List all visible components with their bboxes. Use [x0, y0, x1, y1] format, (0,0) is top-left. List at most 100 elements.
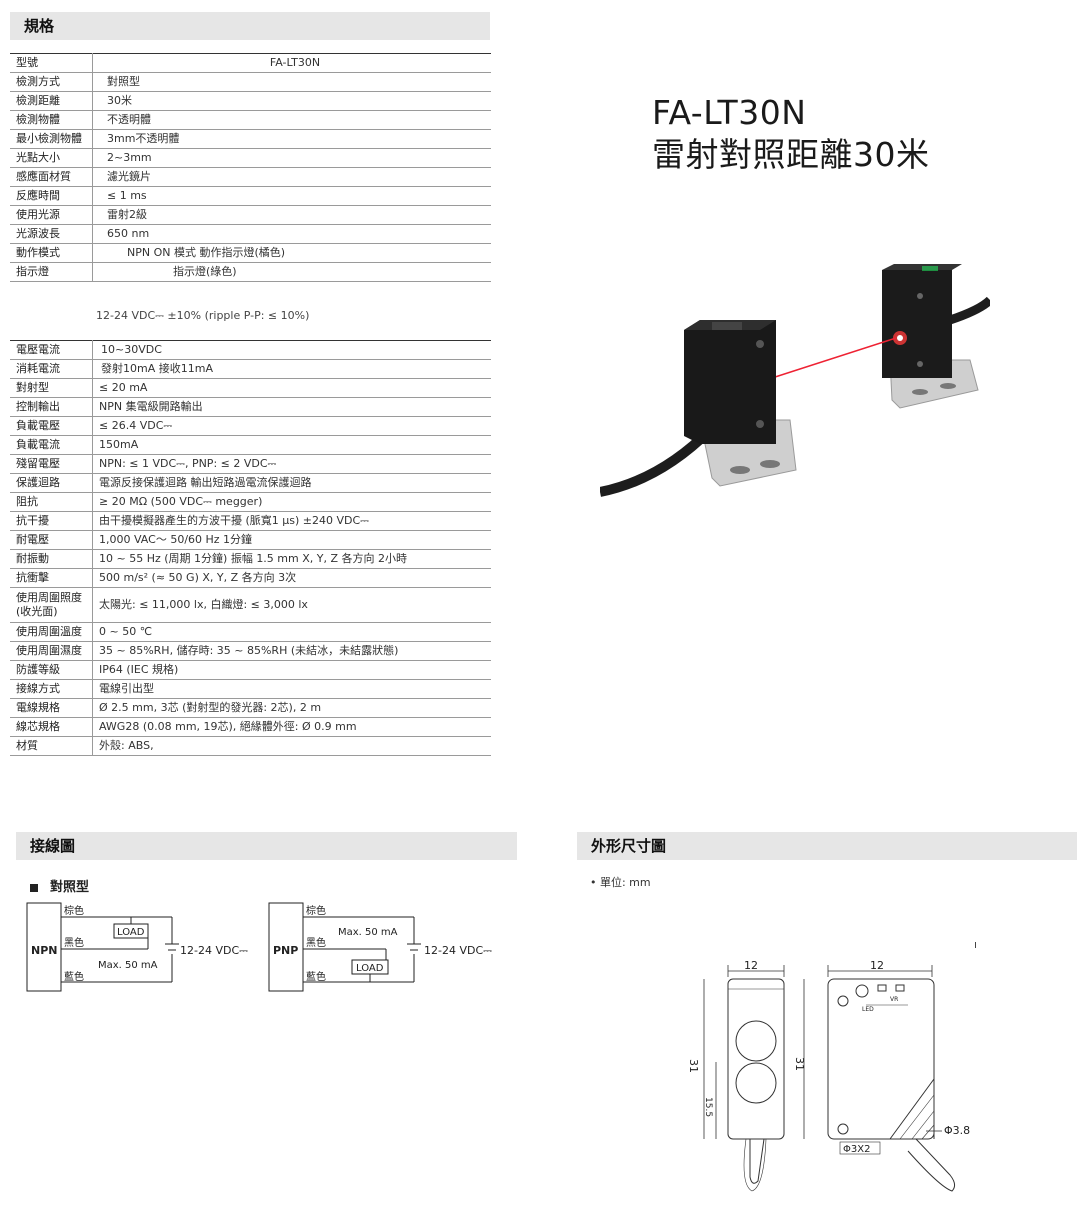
- spec-key: 抗衝擊: [10, 568, 93, 588]
- hole-label: Φ3X2: [843, 1144, 870, 1155]
- spec-value: 150mA: [92, 435, 491, 455]
- pnp-load: LOAD: [356, 963, 384, 974]
- spec-key: 反應時間: [10, 186, 93, 206]
- pnp-label: PNP: [273, 944, 298, 957]
- spec-key: 光點大小: [10, 148, 93, 168]
- spec-key: 線芯規格: [10, 717, 93, 737]
- spec-row: 反應時間≤ 1 ms: [10, 186, 491, 206]
- sensor-left: [684, 320, 776, 444]
- spec-key: 使用周圍照度(收光面): [10, 587, 93, 623]
- spec-value: 10~30VDC: [92, 340, 491, 360]
- spec-key: 材質: [10, 736, 93, 756]
- spec-key: 負載電流: [10, 435, 93, 455]
- spec-row: 指示燈指示燈(綠色): [10, 262, 491, 282]
- spec-value: ≤ 20 mA: [92, 378, 491, 398]
- side-height-label: 31: [793, 1057, 806, 1071]
- spec-value: AWG28 (0.08 mm, 19芯), 絕緣體外徑: Ø 0.9 mm: [92, 717, 491, 737]
- npn-black: 黑色: [64, 936, 84, 949]
- dimension-section-header: 外形尺寸圖: [577, 832, 1077, 860]
- stray-mark: [975, 942, 976, 948]
- led-label: LED: [862, 1006, 874, 1013]
- spec-key: 電線規格: [10, 698, 93, 718]
- spec-row: 對射型≤ 20 mA: [10, 378, 491, 398]
- spec-value: 外殼: ABS,: [92, 736, 491, 756]
- spec-key: 動作模式: [10, 243, 93, 263]
- spec-value: FA-LT30N: [92, 53, 491, 73]
- spec-key: 耐電壓: [10, 530, 93, 550]
- spec-value: 太陽光: ≤ 11,000 lx, 白織燈: ≤ 3,000 lx: [92, 587, 491, 623]
- spec-key: 負載電壓: [10, 416, 93, 436]
- front-half-label: 15.5: [703, 1097, 713, 1117]
- wiring-section-header: 接線圖: [16, 832, 517, 860]
- spec-value: 500 m/s² (≈ 50 G) X, Y, Z 各方向 3次: [92, 568, 491, 588]
- spec-key: 感應面材質: [10, 167, 93, 187]
- spec-key: 光源波長: [10, 224, 93, 244]
- spec-key: 保護迴路: [10, 473, 93, 493]
- side-view-body: [827, 978, 935, 1140]
- spec-row: 接線方式電線引出型: [10, 679, 491, 699]
- spec-value: 650 nm: [92, 224, 491, 244]
- sensor-right: [882, 270, 952, 378]
- front-width-label: 12: [744, 959, 758, 972]
- spec-key: 阻抗: [10, 492, 93, 512]
- spec-value: NPN 集電級開路輸出: [92, 397, 491, 417]
- npn-load: LOAD: [117, 927, 145, 938]
- spec-value: ≥ 20 MΩ (500 VDC⎓ megger): [92, 492, 491, 512]
- npn-blue: 藍色: [64, 970, 84, 983]
- pnp-brown: 棕色: [306, 904, 326, 917]
- spec-value: ≤ 26.4 VDC⎓: [92, 416, 491, 436]
- product-subtitle: 雷射對照距離30米: [652, 135, 930, 174]
- spec-value: 指示燈(綠色): [92, 262, 491, 282]
- pnp-supply: 12-24 VDC⎓: [424, 944, 492, 957]
- spec-value: 發射10mA 接收11mA: [92, 359, 491, 379]
- front-height-label: 31: [687, 1059, 700, 1073]
- dimension-unit-note: • 單位: mm: [590, 876, 651, 889]
- spec-row: 阻抗≥ 20 MΩ (500 VDC⎓ megger): [10, 492, 491, 512]
- spec-value: 濾光鏡片: [92, 167, 491, 187]
- spec-key: 使用周圍溫度: [10, 622, 93, 642]
- pnp-black: 黑色: [306, 936, 326, 949]
- spec-key: 使用周圍濕度: [10, 641, 93, 661]
- power-note: 12-24 VDC⎓ ±10% (ripple P-P: ≤ 10%): [96, 309, 310, 322]
- product-model: FA-LT30N: [652, 93, 807, 132]
- npn-max: Max. 50 mA: [98, 960, 158, 971]
- product-title: FA-LT30N 雷射對照距離30米: [652, 92, 930, 176]
- pnp-wiring-diagram: PNP 棕色 黑色 藍色 Max. 50 mA LOAD 12-24 VDC⎓: [268, 902, 492, 992]
- spec-value: 電線引出型: [92, 679, 491, 699]
- spec-row: 負載電壓≤ 26.4 VDC⎓: [10, 416, 491, 436]
- spec-key: 對射型: [10, 378, 93, 398]
- spec-value: 不透明體: [92, 110, 491, 130]
- spec-value: 30米: [92, 91, 491, 111]
- spec-value: 由干擾模擬器產生的方波干擾 (脈寬1 μs) ±240 VDC⎓: [92, 511, 491, 531]
- spec-key: 使用光源: [10, 205, 93, 225]
- spec-key: 檢測物體: [10, 110, 93, 130]
- laser-beam: [771, 337, 897, 379]
- spec-row: 抗干擾由干擾模擬器產生的方波干擾 (脈寬1 μs) ±240 VDC⎓: [10, 511, 491, 531]
- spec-key: 電壓電流: [10, 340, 93, 360]
- spec-value: 35 ~ 85%RH, 儲存時: 35 ~ 85%RH (未結冰，未結露狀態): [92, 641, 491, 661]
- spec-key: 最小檢測物體: [10, 129, 93, 149]
- npn-supply: 12-24 VDC⎓: [180, 944, 248, 957]
- spec-row: 檢測物體不透明體: [10, 110, 491, 130]
- spec-value: ≤ 1 ms: [92, 186, 491, 206]
- dimension-drawing: 12 31 15.5 12 VR LED 31 Φ3.8 Φ3X2: [687, 959, 970, 1192]
- spec-row: 使用周圍照度(收光面)太陽光: ≤ 11,000 lx, 白織燈: ≤ 3,00…: [10, 587, 491, 623]
- spec-row: 保護迴路電源反接保護迴路 輸出短路過電流保護迴路: [10, 473, 491, 493]
- pnp-blue: 藍色: [306, 970, 326, 983]
- spec-key: 防護等級: [10, 660, 93, 680]
- spec-row: 感應面材質濾光鏡片: [10, 167, 491, 187]
- spec-section-header: 規格: [10, 12, 490, 40]
